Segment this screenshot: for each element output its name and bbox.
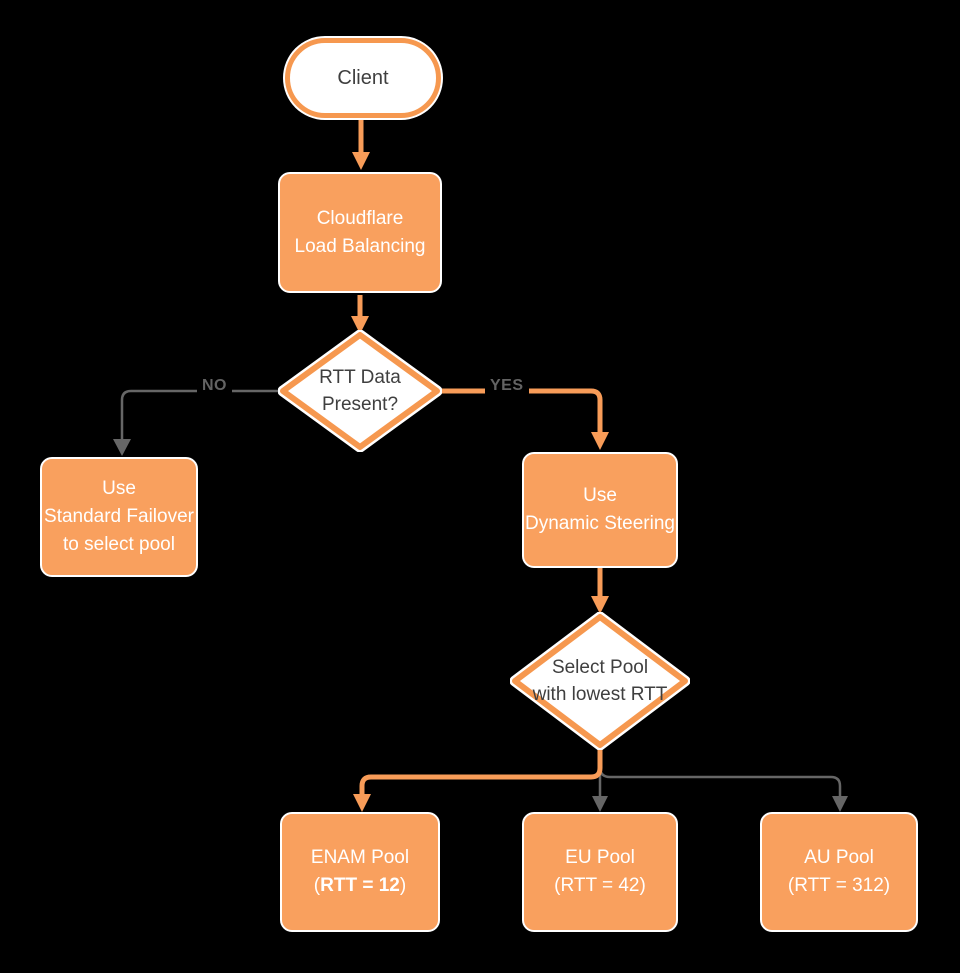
node-au-pool-rtt: (RTT = 312) xyxy=(788,872,890,900)
edge-no-path xyxy=(120,389,282,440)
node-au-pool: AU Pool (RTT = 312) xyxy=(760,812,918,932)
node-pool-decision-line1: Select Pool xyxy=(551,657,649,678)
node-eu-pool: EU Pool (RTT = 42) xyxy=(522,812,678,932)
node-enam-pool-rtt: (RTT = 12) xyxy=(314,872,406,900)
node-dynamic-steering-line2: Dynamic Steering xyxy=(525,513,675,534)
diamond-shape-pool xyxy=(510,612,690,750)
gray-arrowheads xyxy=(113,439,848,812)
orange-arrowheads xyxy=(351,152,609,812)
node-dynamic-steering: Use Dynamic Steering xyxy=(522,452,678,568)
au-rtt-value: RTT = 312 xyxy=(794,875,884,896)
node-eu-pool-rtt: (RTT = 42) xyxy=(554,872,646,900)
enam-rtt-close: ) xyxy=(399,875,407,896)
eu-rtt-value: RTT = 42 xyxy=(560,875,640,896)
node-dynamic-steering-line1: Use xyxy=(583,485,617,506)
au-rtt-open: ( xyxy=(787,875,795,896)
edge-label-yes: YES xyxy=(485,376,529,396)
node-enam-pool-name: ENAM Pool xyxy=(310,847,410,868)
orange-edges xyxy=(357,120,603,795)
node-pool-decision-line2: with lowest RTT xyxy=(532,684,668,705)
arrowhead-no xyxy=(113,439,131,456)
node-client: Client xyxy=(285,38,441,118)
arrowhead-steering-decision xyxy=(591,596,609,614)
edge-label-no: NO xyxy=(197,376,232,396)
edge-decision-to-enam xyxy=(359,748,603,795)
node-au-pool-name: AU Pool xyxy=(804,847,874,868)
node-standard-failover: Use Standard Failover to select pool xyxy=(40,457,198,577)
node-client-label: Client xyxy=(337,66,389,89)
enam-rtt-value: RTT = 12 xyxy=(320,875,400,896)
node-standard-failover-line1: Use xyxy=(102,478,136,499)
arrowhead-eu xyxy=(592,796,608,812)
edge-au-path xyxy=(598,752,842,797)
node-eu-pool-name: EU Pool xyxy=(565,847,635,868)
node-standard-failover-line3: to select pool xyxy=(63,534,175,555)
node-rtt-decision-line2: Present? xyxy=(321,394,399,415)
au-rtt-close: ) xyxy=(883,875,891,896)
eu-rtt-open: ( xyxy=(554,875,561,896)
diamond-shape-rtt xyxy=(278,330,442,452)
node-standard-failover-line2: Standard Failover xyxy=(44,506,194,527)
node-load-balancer-line2: Load Balancing xyxy=(294,235,426,257)
enam-rtt-open: ( xyxy=(313,875,321,896)
node-rtt-decision-line1: RTT Data xyxy=(319,367,401,388)
node-pool-decision: Select Pool with lowest RTT xyxy=(510,612,690,750)
node-load-balancer-line1: Cloudflare xyxy=(316,207,404,229)
eu-rtt-close: ) xyxy=(639,875,646,896)
node-load-balancer: Cloudflare Load Balancing xyxy=(278,172,442,293)
arrowhead-client-lb xyxy=(352,152,370,170)
node-rtt-decision: RTT Data Present? xyxy=(278,330,442,452)
arrowhead-au xyxy=(832,796,848,812)
arrowhead-lb-decision xyxy=(351,316,369,334)
gray-edges xyxy=(120,389,842,797)
arrowhead-yes xyxy=(591,432,609,450)
edge-yes-path xyxy=(440,388,603,433)
arrowhead-enam xyxy=(353,794,371,812)
node-enam-pool: ENAM Pool (RTT = 12) xyxy=(280,812,440,932)
